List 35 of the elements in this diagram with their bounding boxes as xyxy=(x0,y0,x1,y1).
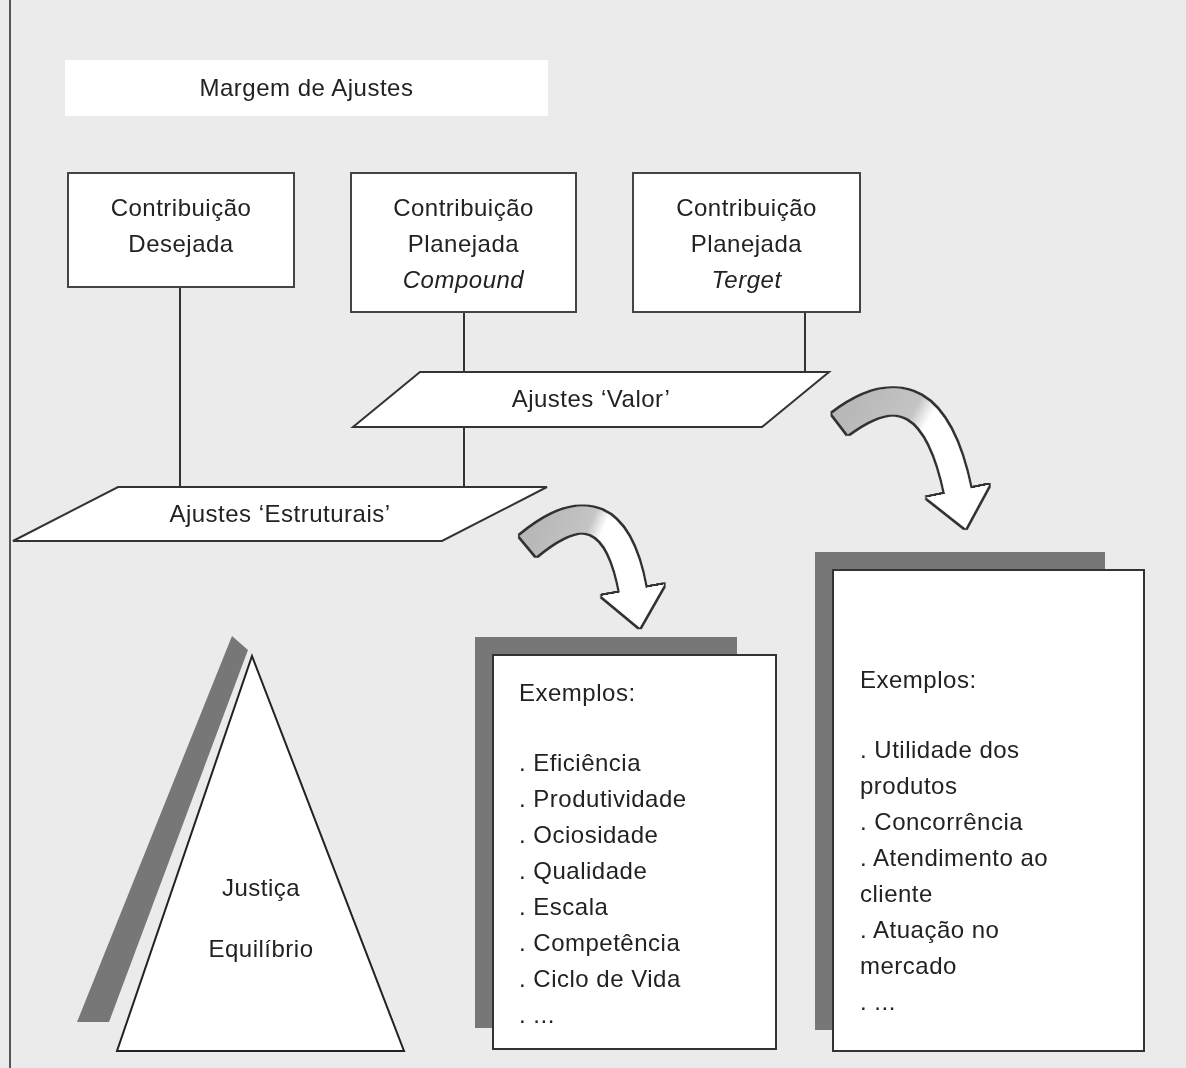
list-item: . Atendimento ao cliente xyxy=(860,843,1050,909)
shape-label: Equilíbrio xyxy=(208,934,314,964)
box-label: Contribuição Planejada Compound xyxy=(392,193,535,295)
list-heading: Exemplos: xyxy=(519,678,636,708)
shape-label: Justiça xyxy=(221,873,301,904)
connector-line xyxy=(463,427,465,487)
document-box xyxy=(815,552,1145,1052)
document-box xyxy=(475,637,777,1050)
list-item: . Qualidade xyxy=(519,856,648,886)
list-item: . ... xyxy=(519,1000,555,1030)
shape-label: Ajustes ‘Estruturais’ xyxy=(169,499,391,529)
triangle-shape xyxy=(77,636,405,1052)
parallelogram-box xyxy=(12,486,548,542)
connector-line xyxy=(804,312,806,372)
list-item: . Competência xyxy=(519,928,681,958)
parallelogram-box xyxy=(352,371,830,428)
box-label: Contribuição Desejada xyxy=(109,193,253,259)
box-label: Contribuição Planejada Terget xyxy=(675,193,818,295)
list-heading: Exemplos: xyxy=(860,665,977,695)
list-item: . Ociosidade xyxy=(519,820,659,850)
list-item: . Produtividade xyxy=(519,784,687,814)
list-item: . ... xyxy=(860,987,896,1017)
list-item: . Escala xyxy=(519,892,609,922)
process-box xyxy=(350,172,577,313)
list-item: . Eficiência xyxy=(519,748,642,778)
list-item: . Ciclo de Vida xyxy=(519,964,681,994)
shape-label: Ajustes ‘Valor’ xyxy=(511,385,671,414)
connector-line xyxy=(463,312,465,372)
title-label: Margem de Ajustes xyxy=(199,73,414,103)
connector-line xyxy=(179,287,181,487)
list-item: . Utilidade dos produtos xyxy=(860,735,1021,801)
list-item: . Concorrência xyxy=(860,807,1024,837)
list-item: . Atuação no mercado xyxy=(860,915,1001,981)
process-box xyxy=(67,172,295,288)
process-box xyxy=(632,172,861,313)
